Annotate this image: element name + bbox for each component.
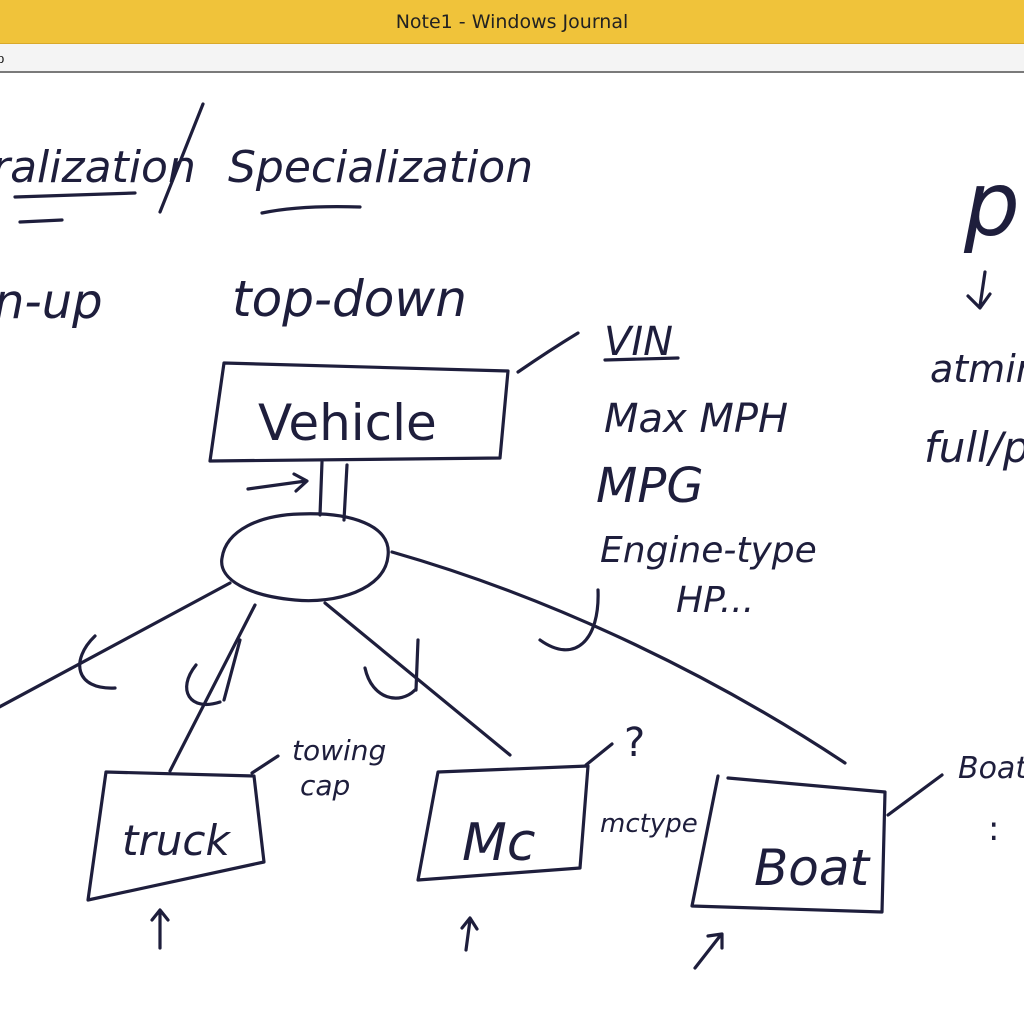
bottom-up-label: n-up xyxy=(0,274,103,330)
header-specialization: Specialization xyxy=(228,142,533,193)
vin-underline xyxy=(603,356,680,362)
truck-arrow xyxy=(150,908,170,950)
attribute-mpg: MPG xyxy=(596,458,704,514)
specialization-circle xyxy=(220,512,390,603)
attribute-boat-f: Boat f xyxy=(958,751,1024,786)
mc-box xyxy=(416,764,590,882)
mc-arrow xyxy=(460,916,479,952)
participation-arrow xyxy=(246,472,309,493)
margin-down-arrow xyxy=(966,270,992,310)
ink-layer: ralization Specialization n-up top-down … xyxy=(0,102,1024,970)
window-title: Note1 - Windows Journal xyxy=(395,10,629,33)
vehicle-box xyxy=(208,361,510,463)
specialization-underline xyxy=(260,205,362,215)
top-down-label: top-down xyxy=(232,270,467,328)
line-to-hidden-subclass xyxy=(0,581,232,709)
margin-rho: p xyxy=(963,153,1020,256)
boat-arrow xyxy=(693,932,724,970)
attribute-towing: towing xyxy=(292,734,386,767)
header-slash xyxy=(158,102,205,214)
truck-box xyxy=(86,770,266,902)
boat-attribute-link xyxy=(886,773,944,817)
menu-item-help[interactable]: p xyxy=(0,51,5,66)
entity-truck[interactable]: truck xyxy=(122,816,231,865)
boat-box xyxy=(690,774,887,914)
margin-atmin: atmin xyxy=(930,347,1024,391)
generalization-underline xyxy=(13,191,137,199)
vehicle-attribute-link xyxy=(516,331,580,374)
subset-symbol-mc xyxy=(363,638,420,700)
window-titlebar[interactable]: Note1 - Windows Journal xyxy=(0,0,1024,44)
mc-attribute-link xyxy=(584,742,614,767)
attribute-boat-more: : xyxy=(988,809,999,849)
total-participation-line xyxy=(318,460,349,522)
header-generalization: ralization xyxy=(0,142,196,193)
attribute-question: ? xyxy=(624,720,645,766)
entity-vehicle[interactable]: Vehicle xyxy=(258,394,437,452)
line-to-boat xyxy=(390,550,847,765)
menu-bar: p xyxy=(0,44,1024,73)
subset-symbol-truck xyxy=(185,638,242,706)
attribute-mctype: mctype xyxy=(600,809,698,839)
attribute-hp: HP... xyxy=(676,580,754,621)
journal-canvas[interactable]: ralization Specialization n-up top-down … xyxy=(0,73,1024,1024)
line-to-truck xyxy=(168,603,257,773)
truck-attribute-link xyxy=(250,754,280,775)
subset-symbol-boat xyxy=(538,588,600,652)
entity-mc[interactable]: Mc xyxy=(462,813,535,873)
margin-full-partial: full/pa xyxy=(924,423,1024,472)
attribute-engine-type: Engine-type xyxy=(600,530,817,571)
entity-boat[interactable]: Boat xyxy=(754,839,872,897)
generalization-underline-2 xyxy=(18,218,64,224)
subset-symbol-left xyxy=(78,634,117,690)
attribute-cap: cap xyxy=(300,769,350,802)
attribute-max-mph: Max MPH xyxy=(604,396,788,442)
